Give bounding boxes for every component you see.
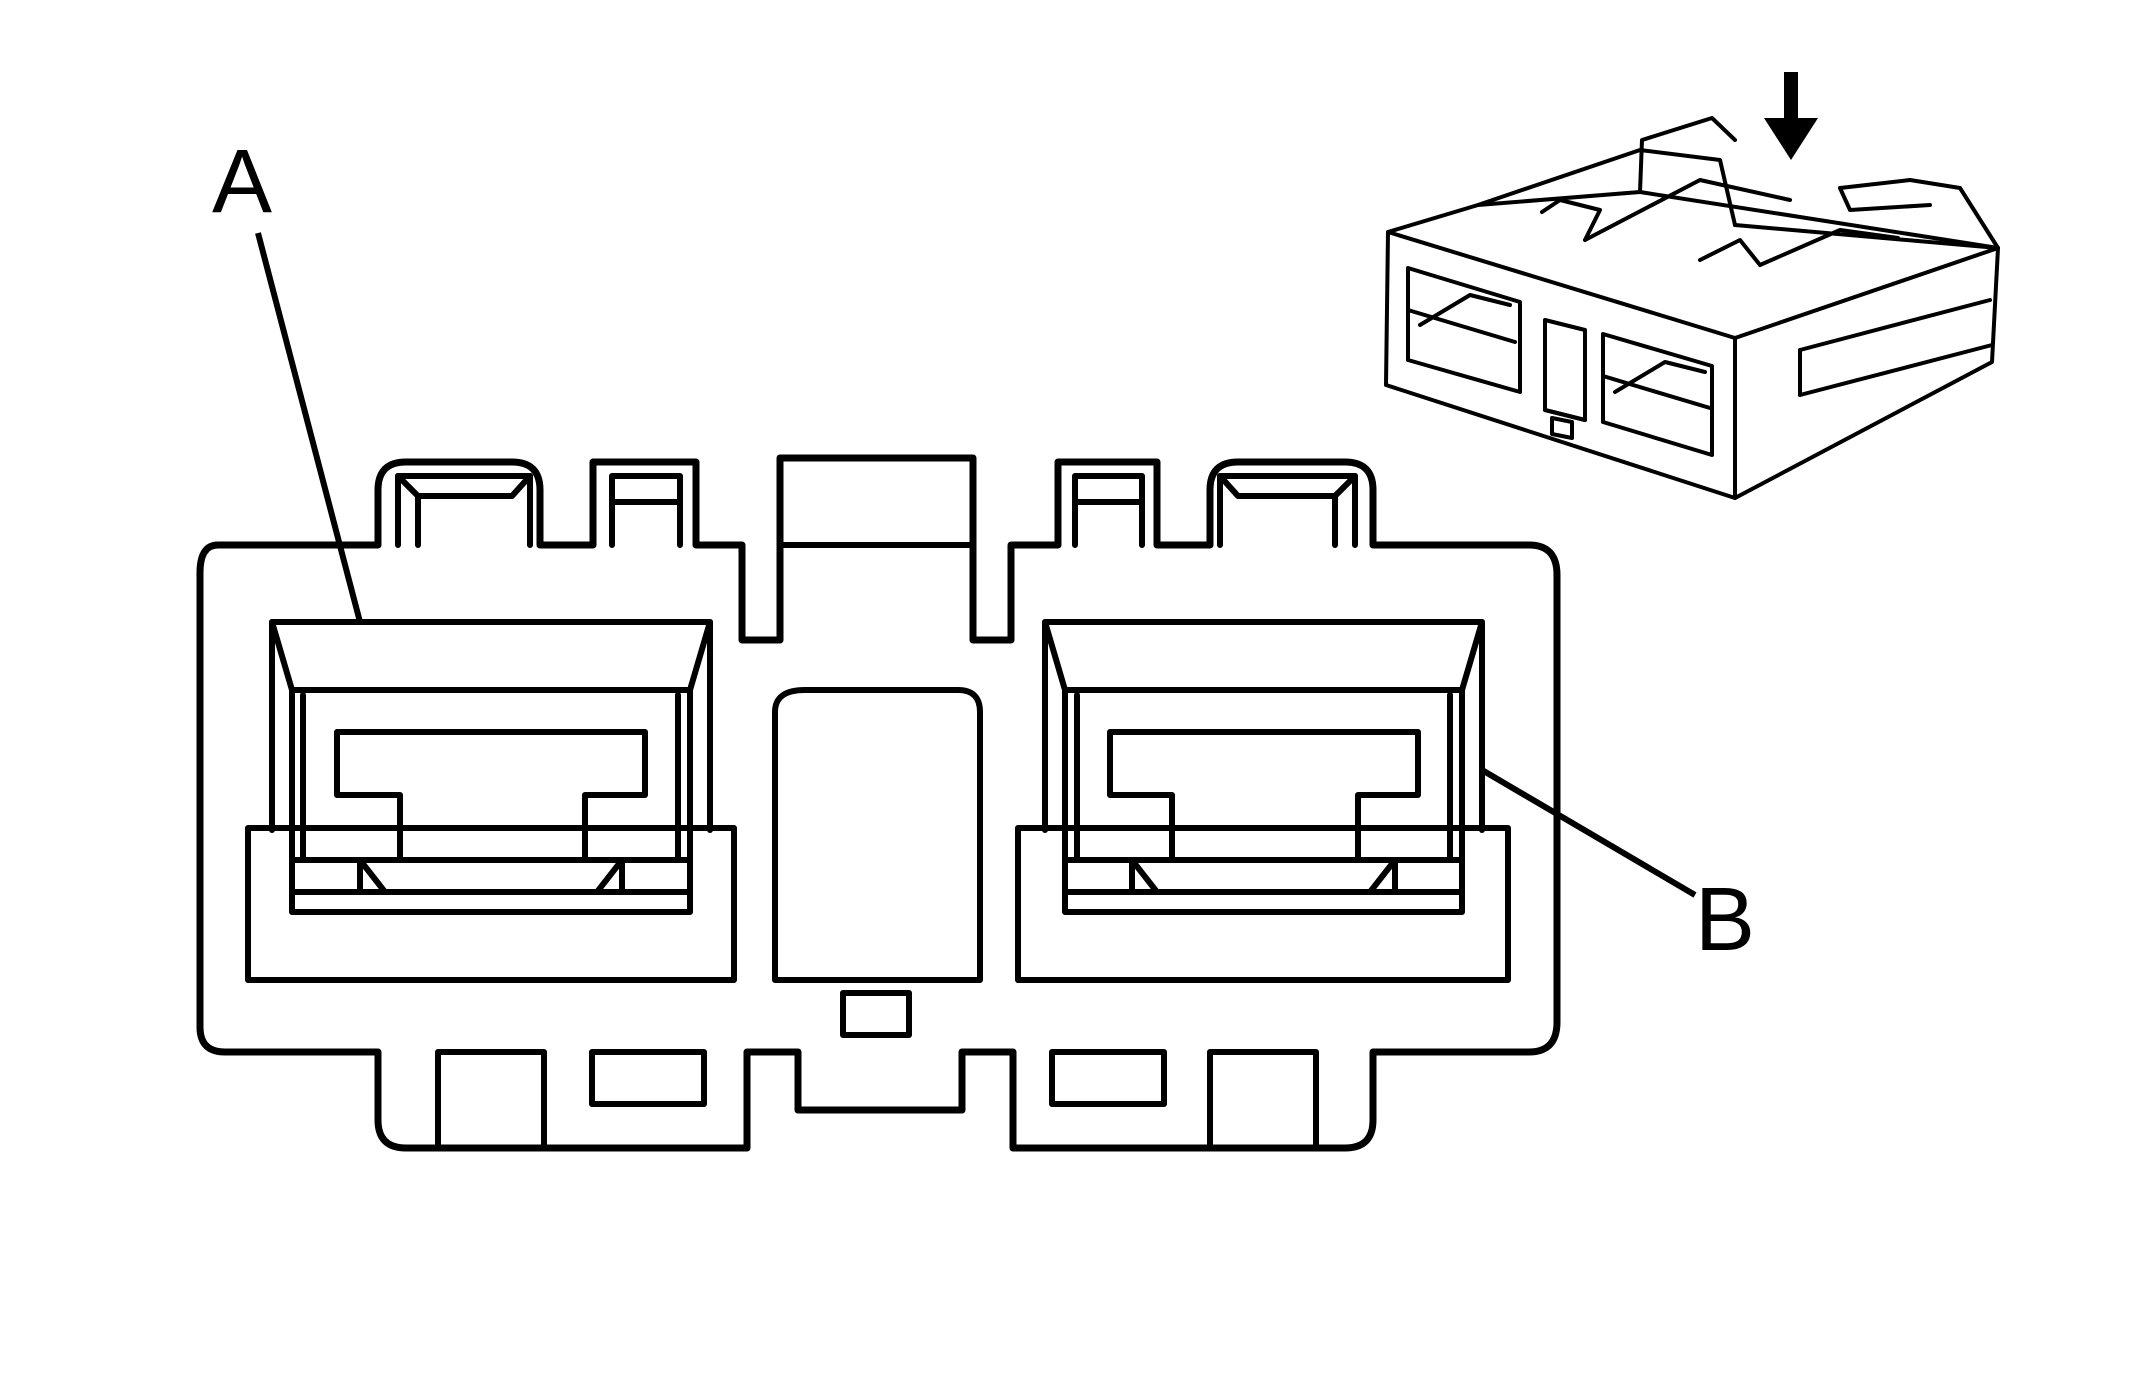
arrow-down-icon xyxy=(1764,72,1818,160)
callout-leader-a xyxy=(255,232,363,623)
center-key-slot xyxy=(840,990,912,1038)
callout-label-a: A xyxy=(212,132,272,232)
terminal-cavity-b xyxy=(1015,619,1511,983)
callout-label-b: B xyxy=(1695,870,1755,970)
top-latch-right-inner xyxy=(1072,473,1145,548)
callout-leader-b xyxy=(1480,767,1697,898)
center-window xyxy=(772,687,983,983)
bottom-tab-4 xyxy=(1207,1049,1319,1151)
connector-face-view xyxy=(196,454,1561,1152)
top-latch-right-outer xyxy=(1217,473,1358,548)
top-latch-left-outer xyxy=(395,473,533,548)
connector-isometric-inset xyxy=(1384,116,2000,500)
bottom-tab-1 xyxy=(435,1049,547,1151)
bottom-tab-3 xyxy=(1049,1049,1167,1107)
terminal-cavity-a xyxy=(245,619,737,983)
bottom-tab-2 xyxy=(589,1049,707,1107)
top-latch-left-inner xyxy=(609,473,683,548)
connector-housing-outline xyxy=(196,454,1561,1152)
